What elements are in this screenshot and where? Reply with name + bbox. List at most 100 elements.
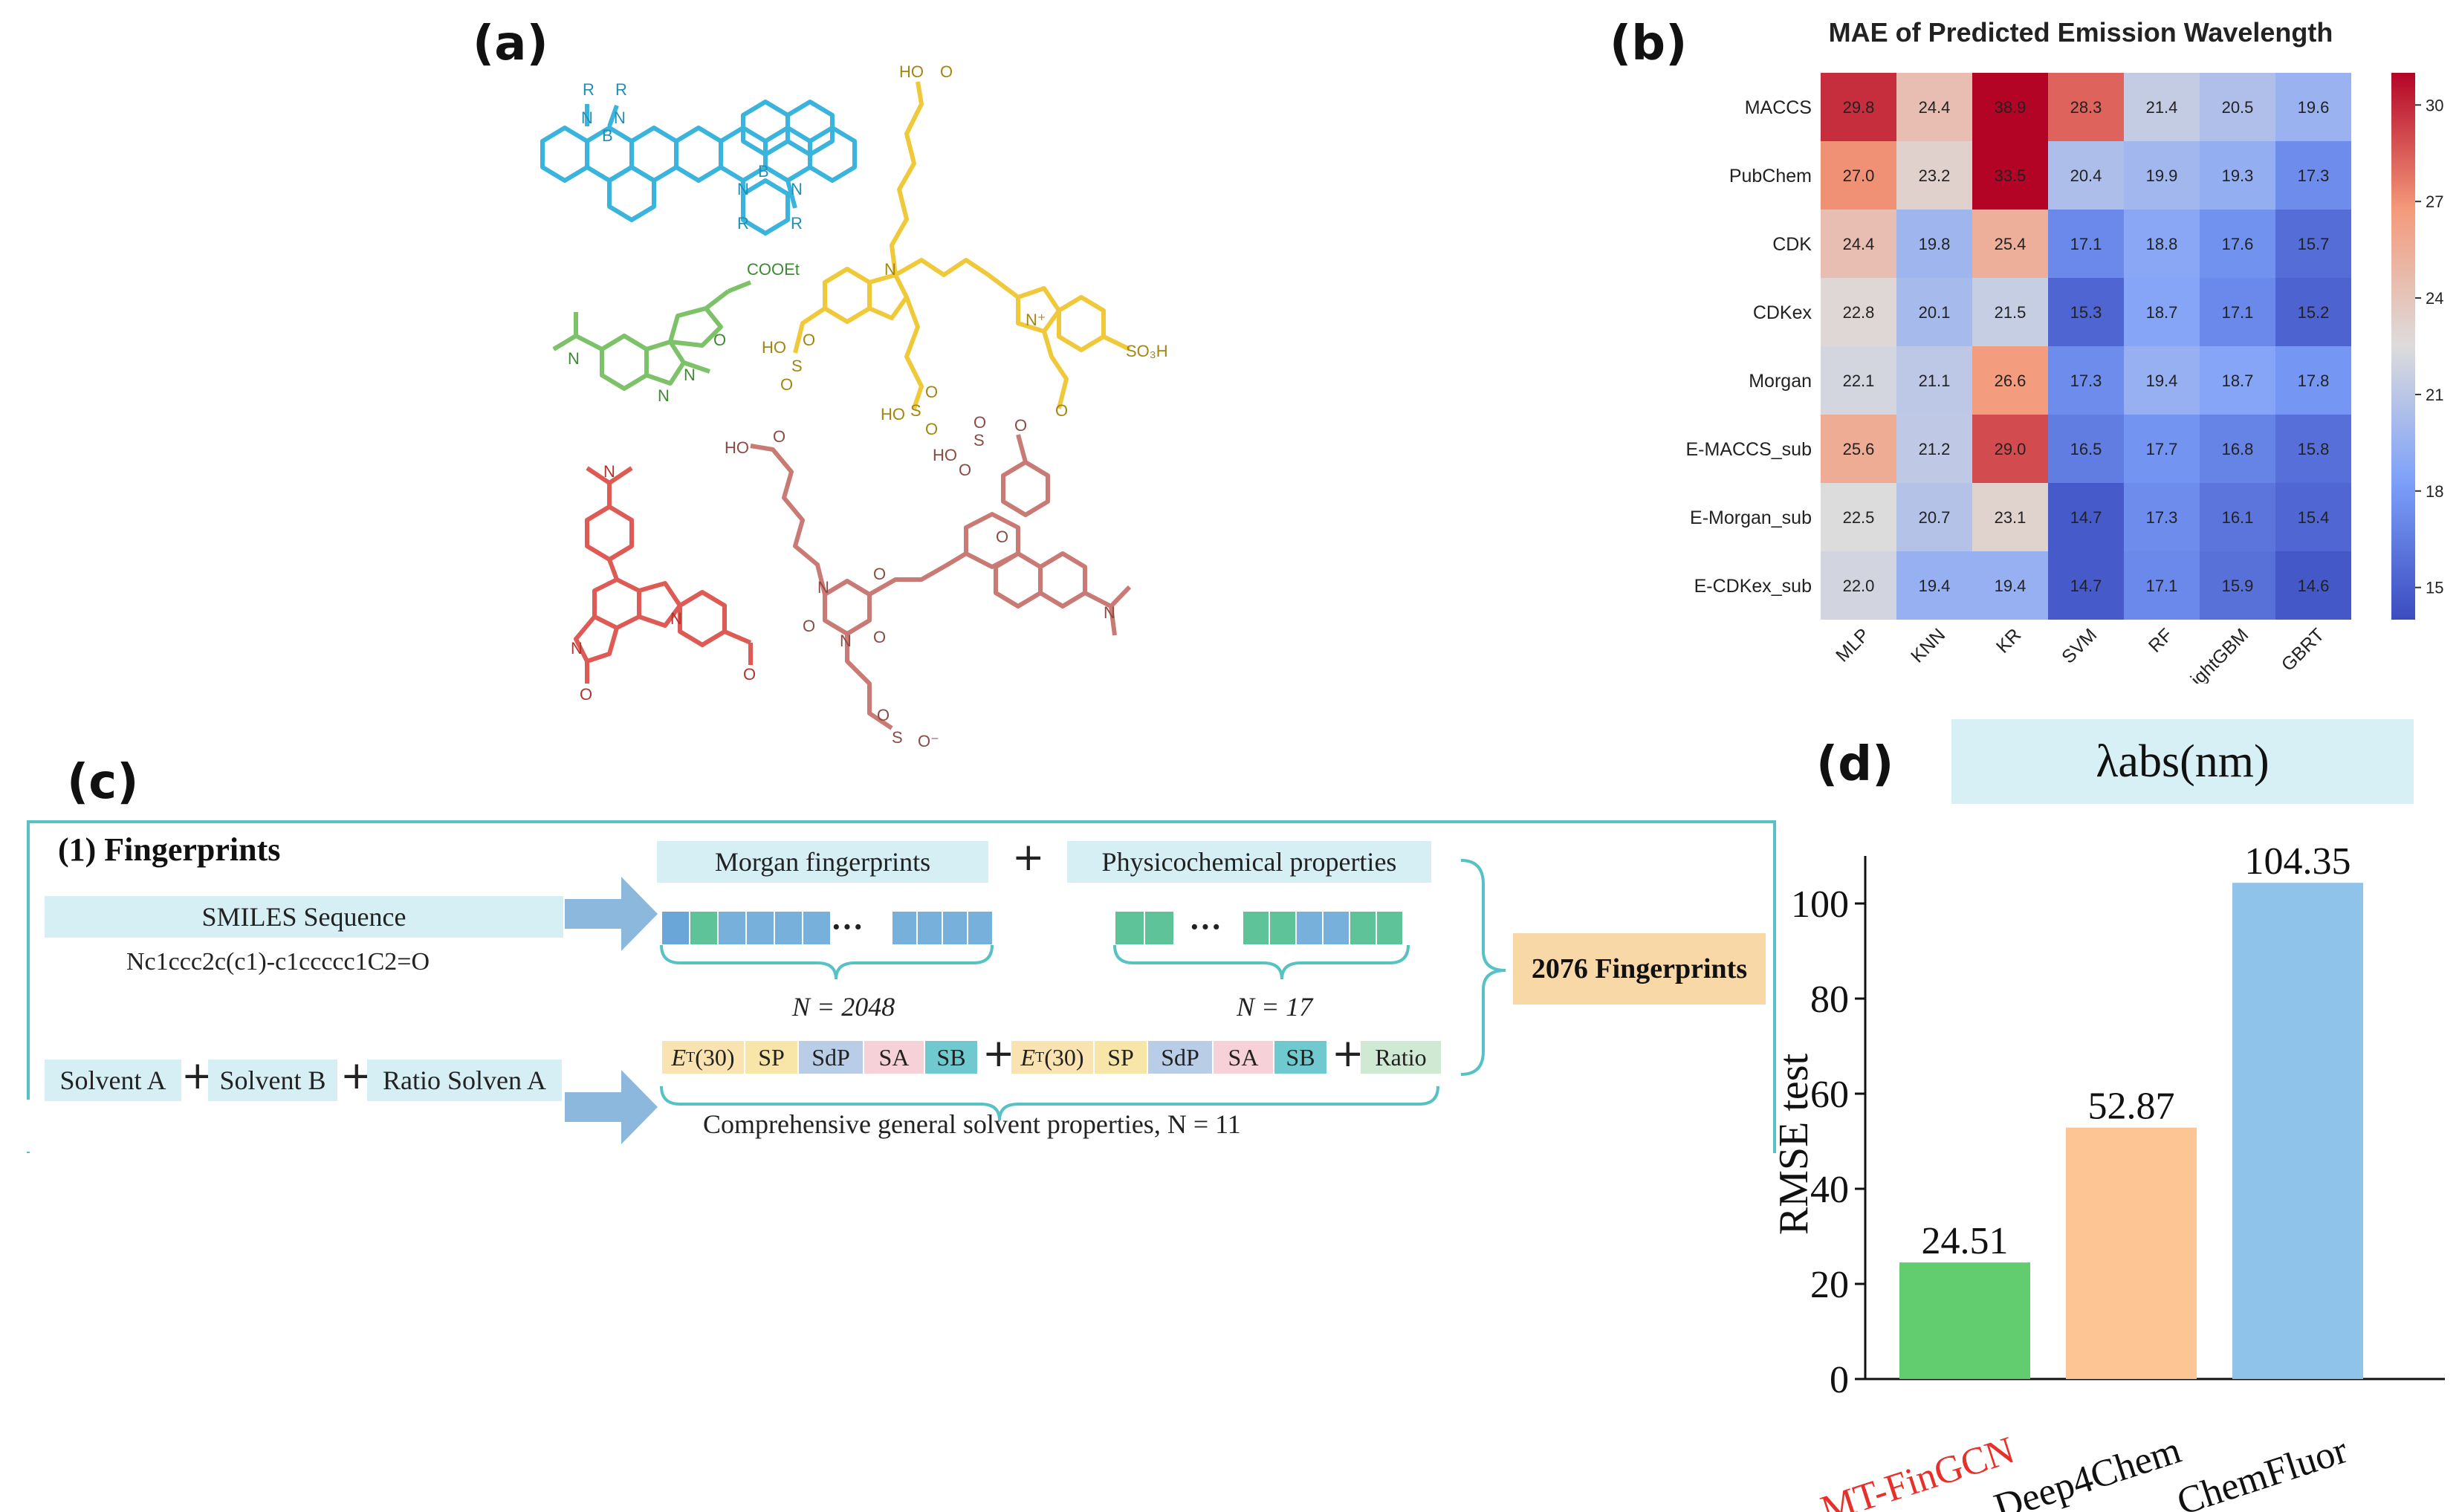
atom-label: O [873,565,886,583]
plus-sign: + [1332,1031,1364,1076]
panel-label-d: (d) [1816,737,1894,792]
physchem-cell [1243,911,1269,945]
atom-label: N [658,386,670,405]
heatmap-cell [1821,278,1896,346]
heatmap-cell [2124,551,2200,620]
physchem-cell [1269,911,1296,945]
atom-label: O [773,427,785,446]
atom-label: O [996,528,1008,546]
heatmap-cell-value: 19.3 [2222,166,2254,185]
atom-label: R [615,80,627,99]
atom-label: N [614,108,626,127]
heatmap-cell [2200,73,2275,141]
colorbar-tick-label: 15 [2426,579,2443,597]
atom-label: N [791,180,803,198]
physchem-cell [1350,911,1376,945]
heatmap-cell [2048,210,2124,278]
atom-label: O⁻ [918,732,939,750]
atom-label: O [925,420,938,438]
atom-label: N⁺ [1026,311,1046,329]
heatmap-cell-value: 19.6 [2298,98,2330,117]
heatmap-cell-value: 17.1 [2146,577,2178,595]
atom-label: N [817,578,829,597]
heatmap-cell-value: 19.9 [2146,166,2178,185]
atom-label: B [758,162,769,181]
y-tick-label: 80 [1810,979,1849,1021]
heatmap-cell-value: 15.2 [2298,303,2330,322]
atom-label: N [684,366,696,384]
heatmap-cell-value: 24.4 [1919,98,1951,117]
atom-label: R [791,214,803,233]
morgan-bit-cell [774,911,803,945]
morgan-bit-cell [718,911,746,945]
heatmap-cell-value: 29.0 [1995,440,2027,458]
heatmap-row-label: E-MACCS_sub [1686,439,1812,460]
heatmap-cell [2200,483,2275,551]
heatmap-cell-value: 29.8 [1843,98,1875,117]
heatmap-cell-value: 15.4 [2298,508,2330,527]
mae-heatmap: MAE of Predicted Emission Wavelength 29.… [1686,17,2444,684]
bar-value-label: 52.87 [2088,1086,2175,1128]
heatmap-cell-value: 33.5 [1995,166,2027,185]
heatmap-cell-value: 14.7 [2070,577,2102,595]
fingerprint-box [27,820,1776,1153]
ratio-solvent-a-chip: Ratio Solven A [367,1060,562,1101]
atom-label: S [973,431,985,450]
bar [2232,883,2363,1379]
y-tick-label: 20 [1810,1264,1849,1306]
heatmap-column-label: MLP [1832,624,1873,666]
physchem-cell [1323,911,1350,945]
heatmap-cell [1896,483,1972,551]
molecule-structures: R R R R N N N N B B COOEt O N N N HO O N… [540,62,1168,750]
heatmap-cell-value: 38.9 [1995,98,2027,117]
atom-label: N [571,639,583,658]
atom-label: O [959,461,971,479]
colorbar-tick-label: 18 [2426,482,2443,501]
atom-label: O [925,383,938,401]
heatmap-cell-value: 25.4 [1995,235,2027,253]
heatmap-cell-value: 17.1 [2222,303,2254,322]
category-label: ChemFluor [2172,1429,2353,1512]
atom-label: HO [881,405,905,424]
pink-molecule [750,434,1132,730]
atom-label: S [910,401,921,420]
atom-label: N [1104,603,1115,622]
heatmap-cell-value: 22.0 [1843,577,1875,595]
heatmap-cell-value: 20.7 [1919,508,1951,527]
smiles-sequence-label: SMILES Sequence [45,896,563,938]
heatmap-cell [2275,278,2351,346]
physicochemical-label: Physicochemical properties [1067,841,1431,883]
heatmap-column-label: GBRT [2278,624,2329,675]
atom-label: B [602,126,613,145]
solvent-property-chip: SB [924,1040,978,1074]
morgan-bit-cell [690,911,718,945]
panel-label-c: (c) [67,755,139,810]
solvent-property-chip: SdP [1147,1040,1213,1074]
colorbar-tick-label: 30 [2426,96,2443,114]
heatmap-cell [1896,551,1972,620]
atom-label: HO [899,62,924,81]
y-tick-label: 100 [1791,883,1849,926]
total-fingerprints-badge: 2076 Fingerprints [1513,933,1766,1005]
heatmap-cell-value: 19.4 [2146,371,2178,390]
heatmap-cell-value: 26.6 [1995,371,2027,390]
heatmap-cell-value: 20.4 [2070,166,2102,185]
heatmap-cell [2275,210,2351,278]
heatmap-cell [2200,278,2275,346]
heatmap-cell [2124,210,2200,278]
heatmap-cell-value: 17.1 [2070,235,2102,253]
y-tick-label: 60 [1810,1074,1849,1116]
heatmap-row-label: MACCS [1745,97,1812,118]
heatmap-cell [1972,483,2048,551]
plus-sign: + [982,1031,1015,1076]
heatmap-cell [1972,210,2048,278]
n-morgan-label: N = 2048 [792,992,895,1022]
heatmap-cell-value: 17.3 [2070,371,2102,390]
morgan-ellipsis: ··· [831,909,864,945]
heatmap-cell-value: 17.8 [2298,371,2330,390]
heatmap-cell-value: 17.6 [2222,235,2254,253]
heatmap-column-label: KNN [1907,624,1949,666]
panel-label-a: (a) [473,16,548,71]
heatmap-cell [1821,141,1896,210]
